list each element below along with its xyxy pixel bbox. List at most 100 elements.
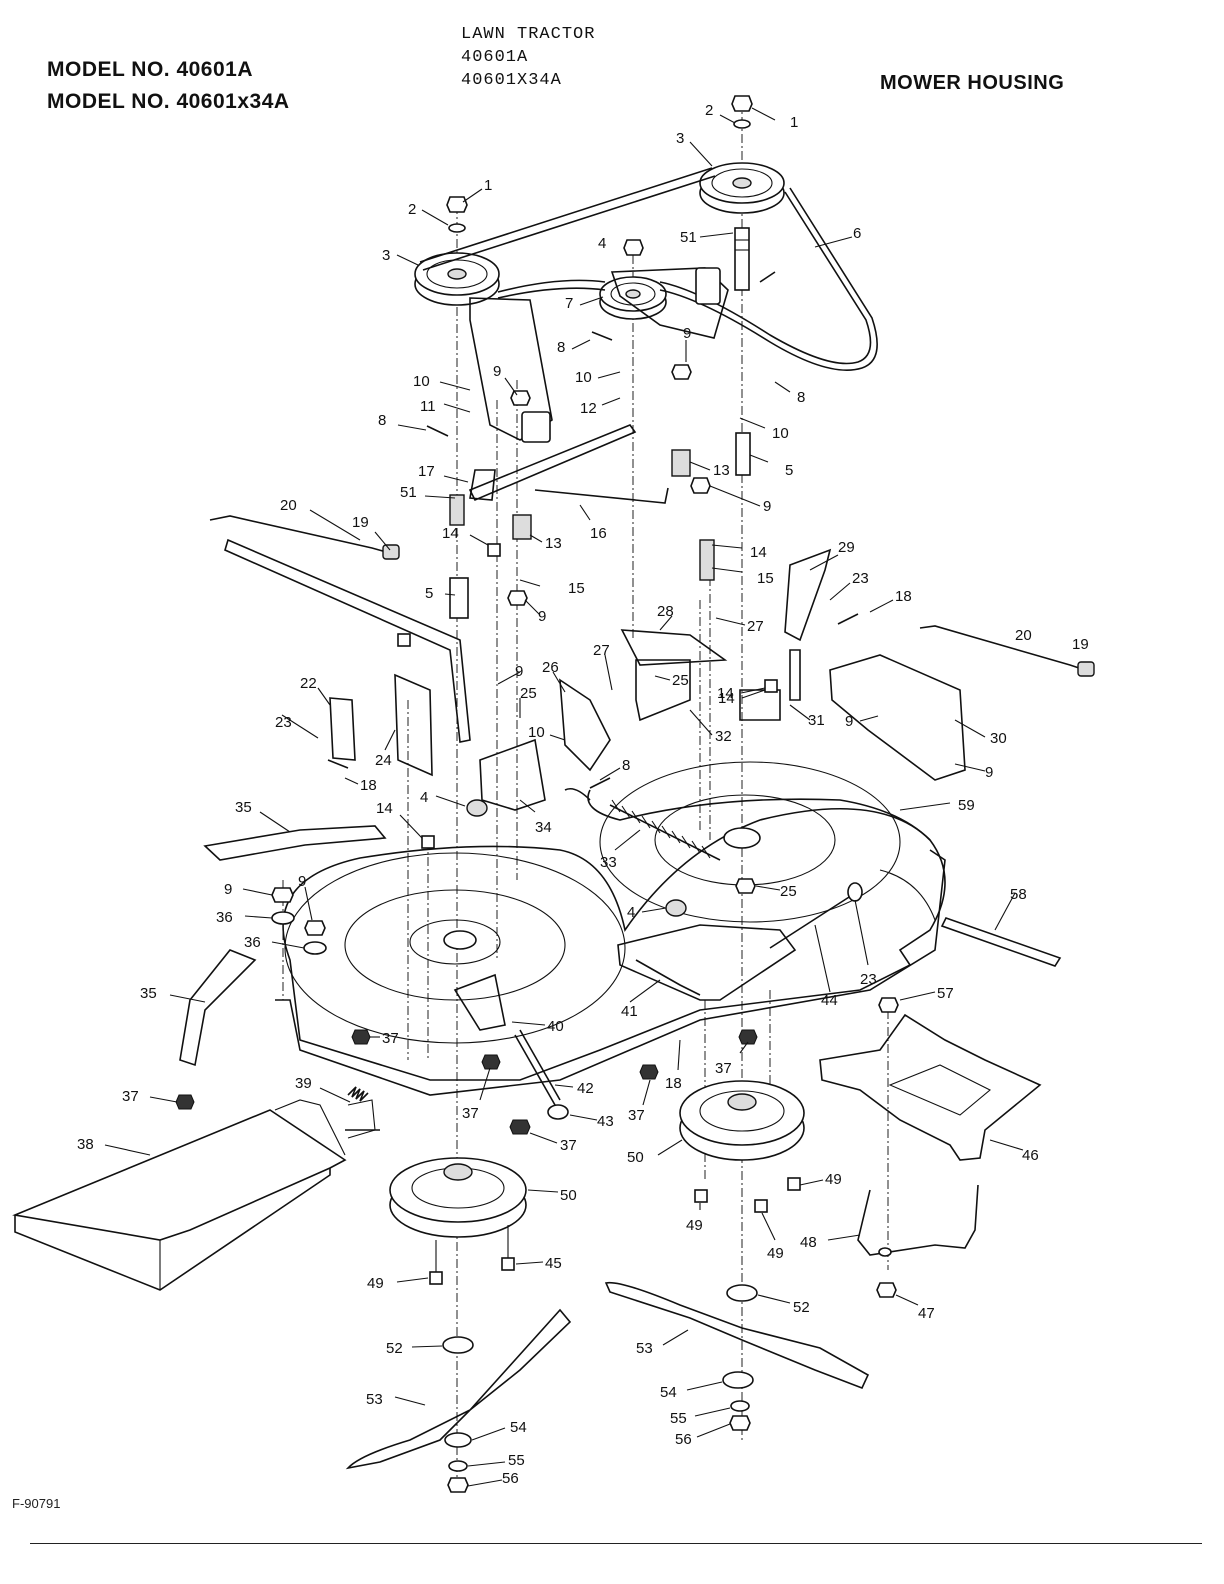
spindle-shaft-right xyxy=(734,227,750,291)
callout-label: 14 xyxy=(750,544,767,561)
callout-label: 36 xyxy=(244,934,261,951)
callout-label: 14 xyxy=(442,525,459,542)
callout-label: 16 xyxy=(590,525,607,542)
callout-label: 52 xyxy=(386,1340,403,1357)
callout-label: 53 xyxy=(366,1391,383,1408)
callout-label: 26 xyxy=(542,659,559,676)
callout-label: 13 xyxy=(713,462,730,479)
callout-label: 7 xyxy=(565,295,573,312)
callout-label: 6 xyxy=(853,225,861,242)
callout-label: 27 xyxy=(593,642,610,659)
callout-label: 39 xyxy=(295,1075,312,1092)
mounting-bolts xyxy=(429,1177,801,1285)
callout-label: 2 xyxy=(408,201,416,218)
product-name: LAWN TRACTOR xyxy=(461,25,596,44)
callout-label: 51 xyxy=(680,229,697,246)
callout-label: 46 xyxy=(1022,1147,1039,1164)
callout-label: 9 xyxy=(224,881,232,898)
center-brackets xyxy=(479,629,728,811)
callout-label: 8 xyxy=(378,412,386,429)
callout-label: 4 xyxy=(420,789,428,806)
clevis-pins xyxy=(327,271,859,789)
callout-label: 49 xyxy=(686,1217,703,1234)
callout-label: 31 xyxy=(808,712,825,729)
callout-label: 54 xyxy=(660,1384,677,1401)
deflector-arm-left xyxy=(179,949,257,1067)
figure-id: F-90791 xyxy=(12,1496,61,1511)
callout-label: 5 xyxy=(425,585,433,602)
callout-label: 1 xyxy=(790,114,798,131)
callout-label: 59 xyxy=(958,797,975,814)
callout-label: 44 xyxy=(821,992,838,1009)
callout-label: 10 xyxy=(528,724,545,741)
adjustment-link-right xyxy=(919,625,1095,677)
callout-label: 33 xyxy=(600,854,617,871)
callout-label: 2 xyxy=(705,102,713,119)
extension-springs xyxy=(449,449,715,581)
callout-label: 34 xyxy=(535,819,552,836)
callout-label: 20 xyxy=(280,497,297,514)
callout-label: 9 xyxy=(298,873,306,890)
callout-label: 19 xyxy=(352,514,369,531)
callout-label: 3 xyxy=(676,130,684,147)
tension-spring xyxy=(564,787,721,861)
callout-label: 25 xyxy=(780,883,797,900)
callout-label: 23 xyxy=(860,971,877,988)
callout-label: 23 xyxy=(852,570,869,587)
callout-label: 12 xyxy=(580,400,597,417)
small-hardware xyxy=(175,364,899,1135)
callout-label: 18 xyxy=(665,1075,682,1092)
callout-label: 35 xyxy=(235,799,252,816)
callout-label: 19 xyxy=(1072,636,1089,653)
callout-label: 37 xyxy=(560,1137,577,1154)
callout-label: 14 xyxy=(376,800,393,817)
callout-label: 14 xyxy=(717,685,734,702)
callout-label: 56 xyxy=(675,1431,692,1448)
callout-label: 13 xyxy=(545,535,562,552)
callout-label: 55 xyxy=(670,1410,687,1427)
callout-label: 9 xyxy=(538,608,546,625)
callout-label: 42 xyxy=(577,1080,594,1097)
lift-link-bracket xyxy=(857,1184,979,1298)
callout-label: 1 xyxy=(484,177,492,194)
blade-right xyxy=(604,1281,870,1431)
callout-label: 35 xyxy=(140,985,157,1002)
callout-label: 4 xyxy=(627,904,635,921)
callout-label: 53 xyxy=(636,1340,653,1357)
callout-label: 36 xyxy=(216,909,233,926)
callout-label: 3 xyxy=(382,247,390,264)
callout-label: 54 xyxy=(510,1419,527,1436)
adjustment-link-left xyxy=(209,515,400,560)
callout-label: 51 xyxy=(400,484,417,501)
callout-label: 50 xyxy=(627,1149,644,1166)
mandrel-housing-left xyxy=(389,1157,527,1238)
spacers xyxy=(449,432,751,619)
callout-label: 18 xyxy=(360,777,377,794)
callout-label: 5 xyxy=(785,462,793,479)
model-code-1: 40601A xyxy=(461,48,529,67)
deflector-arm-upper xyxy=(203,825,387,861)
callout-label: 9 xyxy=(515,663,523,680)
callout-label: 29 xyxy=(838,539,855,556)
drive-pulley-top-right xyxy=(699,162,785,214)
deck-hanger-arm xyxy=(453,973,569,1120)
flat-plate xyxy=(940,917,1062,967)
callout-label: 55 xyxy=(508,1452,525,1469)
callout-label: 47 xyxy=(918,1305,935,1322)
callout-label: 37 xyxy=(715,1060,732,1077)
model-number-line-1: MODEL NO. 40601A xyxy=(47,58,254,81)
callout-label: 45 xyxy=(545,1255,562,1272)
callout-label: 17 xyxy=(418,463,435,480)
callout-label: 25 xyxy=(672,672,689,689)
callout-label: 52 xyxy=(793,1299,810,1316)
callout-label: 37 xyxy=(122,1088,139,1105)
callout-label: 10 xyxy=(575,369,592,386)
callout-label: 15 xyxy=(568,580,585,597)
callout-label: 14 xyxy=(718,690,735,707)
deck-bracket-left xyxy=(224,538,471,777)
callout-label: 37 xyxy=(628,1107,645,1124)
callout-label: 23 xyxy=(275,714,292,731)
callout-label: 38 xyxy=(77,1136,94,1153)
callout-label: 50 xyxy=(560,1187,577,1204)
